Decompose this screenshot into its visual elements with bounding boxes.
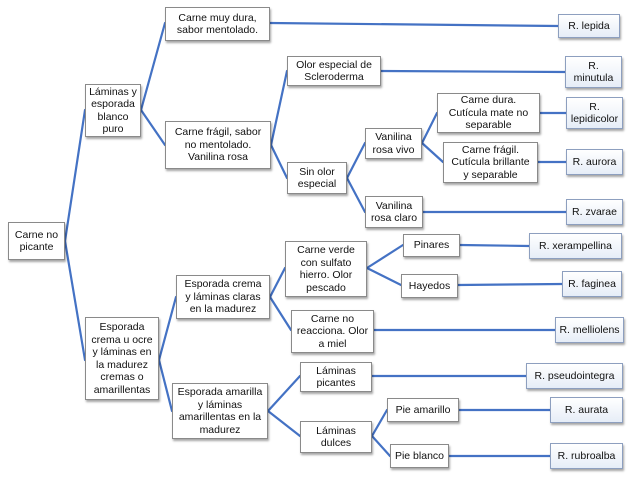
connector	[266, 409, 302, 438]
node-carne-muy-dura: Carne muy dura, sabor mentolado.	[165, 7, 270, 41]
connector	[370, 434, 392, 458]
node-carne-no-picante: Carne no picante	[8, 222, 65, 260]
species-r-lepidicolor: R. lepidicolor	[566, 97, 623, 129]
node-carne-fragil: Carne frágil, sabor no mentolado. Vanili…	[165, 121, 271, 169]
connector	[458, 243, 531, 248]
connector	[269, 69, 289, 147]
connector	[420, 111, 439, 145]
connector	[379, 69, 567, 74]
node-pie-blanco: Pie blanco	[390, 444, 449, 468]
node-hayedos: Hayedos	[401, 274, 458, 298]
species-r-rubroalba: R. rubroalba	[550, 443, 623, 469]
connector	[456, 282, 564, 287]
connector	[63, 239, 87, 362]
connector	[63, 108, 87, 243]
species-r-lepida: R. lepida	[558, 14, 620, 38]
species-r-melliolens: R. melliolens	[555, 317, 624, 343]
node-pinares: Pinares	[403, 234, 460, 257]
species-r-pseudointegra: R. pseudointegra	[526, 363, 623, 389]
connector	[268, 266, 287, 299]
species-r-minutula: R. minutula	[565, 56, 622, 88]
connector	[139, 108, 167, 147]
node-esporada-crema: Esporada crema y láminas claras en la ma…	[176, 275, 270, 319]
connector	[266, 374, 302, 413]
species-r-xerampellina: R. xerampellina	[529, 233, 622, 259]
connector	[345, 141, 367, 180]
node-olor-scleroderma: Olor especial de Scleroderma	[287, 56, 381, 86]
connector	[268, 21, 560, 28]
connector	[269, 143, 289, 180]
connector	[268, 295, 293, 332]
species-r-aurora: R. aurora	[566, 149, 623, 175]
node-carne-no-reacciona: Carne no reacciona. Olor a miel	[291, 310, 374, 353]
connector	[157, 358, 174, 413]
node-laminas-esporada-blanco: Láminas y esporada blanco puro	[85, 84, 141, 137]
connector	[370, 408, 389, 438]
connector	[139, 21, 167, 112]
node-pie-amarillo: Pie amarillo	[387, 398, 459, 422]
connector	[345, 176, 367, 214]
node-laminas-picantes: Láminas picantes	[300, 362, 372, 392]
connector	[157, 295, 178, 362]
connector	[365, 266, 403, 287]
node-cuticula-brillante: Carne frágil. Cutícula brillante y separ…	[443, 142, 538, 183]
node-sin-olor: Sin olor especial	[287, 162, 347, 194]
node-esporada-crema-ocre: Esporada crema u ocre y láminas en la ma…	[85, 317, 159, 400]
connector	[365, 243, 405, 270]
connector	[420, 141, 445, 164]
node-carne-verde: Carne verde con sulfato hierro. Olor pes…	[285, 241, 367, 297]
node-esporada-amarilla: Esporada amarilla y láminas amarillentas…	[172, 383, 268, 439]
species-r-aurata: R. aurata	[550, 397, 623, 423]
node-vanilina-rosa-vivo: Vanilina rosa vivo	[365, 128, 422, 159]
species-r-zvarae: R. zvarae	[566, 199, 623, 225]
node-cuticula-mate: Carne dura. Cutícula mate no separable	[437, 93, 540, 133]
species-r-faginea: R. faginea	[562, 271, 622, 297]
node-laminas-dulces: Láminas dulces	[300, 421, 372, 453]
node-vanilina-rosa-claro: Vanilina rosa claro	[365, 196, 423, 228]
